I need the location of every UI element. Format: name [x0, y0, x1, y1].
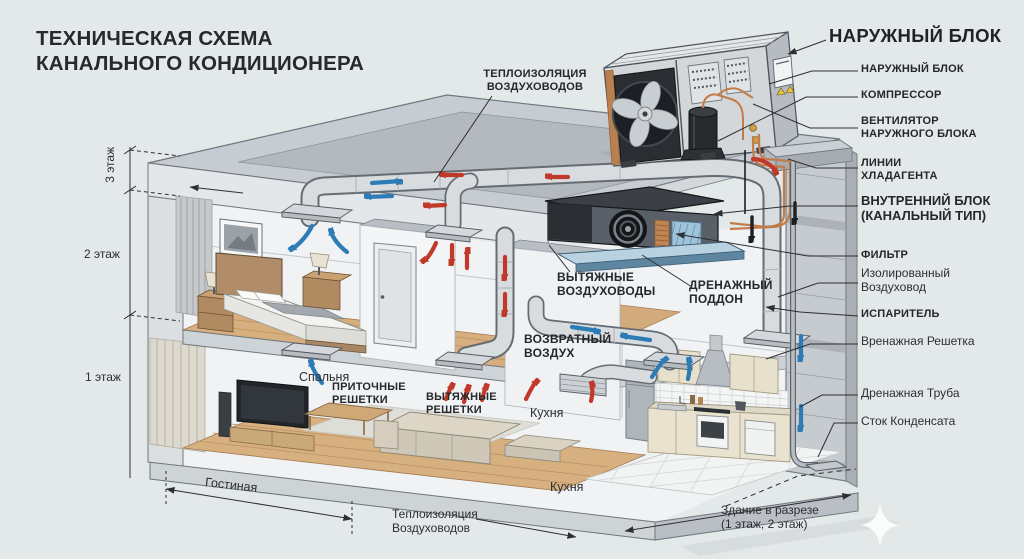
callout-exhaust-grilles: ВЫТЯЖНЫЕ РЕШЕТКИ [426, 391, 497, 416]
legend-outdoor-unit: НАРУЖНЫЙ БЛОК [861, 63, 964, 75]
leader-lines [123, 39, 859, 539]
legend-filter: ФИЛЬТР [861, 249, 909, 261]
airflow-arrows [291, 156, 801, 433]
callout-return-air: ВОЗВРАТНЫЙ ВОЗДУХ [524, 332, 612, 360]
callout-kitchen-return: Кухня [530, 406, 564, 420]
legend-insulated-duct: Изолированный Воздуховод [861, 266, 950, 294]
legend-outdoor-fan: ВЕНТИЛЯТОР НАРУЖНОГО БЛОКА [861, 115, 977, 140]
callout-drain-pan: ДРЕНАЖНЫЙ ПОДДОН [689, 278, 773, 306]
legend-indoor-unit: ВНУТРЕННИЙ БЛОК (КАНАЛЬНЫЙ ТИП) [861, 193, 991, 223]
legend-drain-pipe: Дренажная Труба [861, 386, 960, 400]
kitchen [625, 334, 800, 463]
legend-compressor: КОМПРЕССОР [861, 89, 942, 101]
callout-duct-insulation-bottom: Теплоизоляция Воздуховодов [392, 507, 478, 535]
callout-building-section: Здание в разрезе (1 этаж, 2 этаж) [721, 503, 819, 531]
callout-bedroom: Спальня [299, 370, 350, 384]
callout-kitchen-floor: Кухня [550, 480, 584, 494]
indoor-unit [544, 186, 746, 273]
legend-evaporator: ИСПАРИТЕЛЬ [861, 308, 940, 320]
living-room-furniture [218, 379, 582, 465]
callout-supply-grilles: ПРИТОЧНЫЕ РЕШЕТКИ [332, 381, 406, 406]
floor-label-3: 3 этаж [103, 146, 118, 183]
floor-label-1: 1 этаж [85, 370, 121, 384]
legend-header-outdoor-unit: НАРУЖНЫЙ БЛОК [829, 25, 1002, 46]
sparkle-icon [860, 502, 900, 548]
legend-condensate-drain: Сток Конденсата [861, 414, 956, 428]
refrigerant-lines [729, 133, 854, 472]
floor-label-2: 2 этаж [84, 247, 120, 261]
legend-refrigerant-lines: ЛИНИИ ХЛАДАГЕНТА [861, 157, 938, 182]
outdoor-unit [603, 30, 799, 168]
ductwork [280, 158, 812, 397]
bedroom-furniture [196, 218, 367, 354]
legend-drain-grille: Вренажная Решетка [861, 334, 975, 348]
page-title: ТЕХНИЧЕСКАЯ СХЕМА КАНАЛЬНОГО КОНДИЦИОНЕР… [36, 27, 365, 75]
callout-duct-insulation-top: ТЕПЛОИЗОЛЯЦИЯ ВОЗДУХОВОДОВ [483, 68, 587, 93]
curtains [149, 195, 213, 453]
callout-exhaust-ducts: ВЫТЯЖНЫЕ ВОЗДУХОВОДЫ [557, 270, 656, 298]
